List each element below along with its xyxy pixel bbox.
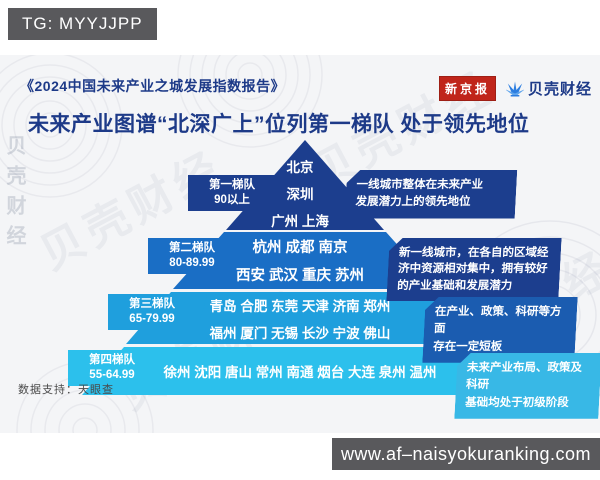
tier2-cities-row: 西安 武汉 重庆 苏州	[235, 268, 365, 284]
watermark-text-vertical: 贝壳财经	[3, 135, 25, 255]
note-line: 的产业基础和发展潜力	[396, 279, 513, 292]
tier2-name: 第二梯队	[169, 242, 215, 254]
tier1-annotation: 一线城市整体在未来产业 发展潜力上的领先地位	[345, 170, 518, 219]
tier4-label-arrow: 第四梯队 55-64.99	[68, 330, 189, 386]
tier2-annotation: 新一线城市，在各自的区域经 济中资源相对集中，拥有较好 的产业基础和发展潜力	[386, 238, 561, 301]
note-line: 新一线城市，在各自的区域经	[398, 247, 549, 259]
tier1-cities-row: 广州 上海	[271, 214, 329, 229]
tier1-cities-row: 深圳	[286, 187, 314, 202]
tier3-annotation: 在产业、政策、科研等方面 存在一定短板	[422, 297, 577, 363]
xinjingbao-logo: 新京报	[438, 76, 496, 101]
tier3-range: 65-79.99	[129, 312, 175, 325]
tier2-label-arrow: 第二梯队 80-89.99	[148, 218, 269, 274]
fingerprint-pattern	[177, 55, 323, 148]
main-headline: 未来产业图谱“北深广上”位列第一梯队 处于领先地位	[28, 113, 530, 136]
brand-logos: 新京报 贝壳财经	[438, 76, 592, 101]
report-title: 《2024中国未来产业之城发展指数报告》	[20, 78, 286, 94]
note-line: 发展潜力上的领先地位	[355, 196, 471, 209]
note-line: 基础均处于初级阶段	[464, 396, 569, 409]
tier4-name: 第四梯队	[89, 354, 135, 366]
tier4-cities-row: 徐州 沈阳 唐山 常州 南通 烟台 大连 泉州 温州	[163, 365, 437, 380]
beike-caijing-label: 贝壳财经	[527, 81, 592, 98]
tier1-cities-row: 北京	[286, 160, 314, 175]
tier2-range: 80-89.99	[169, 256, 215, 269]
shell-icon	[505, 81, 524, 96]
tier1-range: 90以上	[214, 193, 250, 206]
tier3-cities-row: 福州 厦门 无锡 长沙 宁波 佛山	[209, 325, 391, 341]
tier4-annotation: 未来产业布局、政策及科研 基础均处于初级阶段	[454, 353, 600, 419]
fingerprint-pattern	[0, 55, 123, 198]
tier3-name: 第三梯队	[129, 298, 175, 310]
note-line: 济中资源相对集中，拥有较好	[397, 263, 548, 276]
note-line: 在产业、政策、科研等方面	[433, 306, 562, 336]
tier4-range: 55-64.99	[89, 368, 135, 381]
url-watermark-bar: www.af–naisyokuranking.com	[332, 438, 600, 470]
tg-watermark-badge: TG: MYYJJPP	[8, 8, 157, 40]
note-line: 未来产业布局、政策及科研	[465, 362, 583, 392]
data-support-credit: 数据支持：天眼查	[18, 384, 114, 396]
tier3-cities-row: 青岛 合肥 东莞 天津 济南 郑州	[209, 298, 391, 314]
tier2-cities-row: 杭州 成都 南京	[252, 240, 348, 256]
tier1-label-arrow: 第一梯队 90以上	[188, 155, 309, 211]
tier3-label-arrow: 第三梯队 65-79.99	[108, 274, 229, 330]
beike-caijing-logo: 贝壳财经	[505, 78, 592, 99]
tier1-name: 第一梯队	[209, 179, 255, 191]
note-line: 一线城市整体在未来产业	[356, 179, 484, 191]
